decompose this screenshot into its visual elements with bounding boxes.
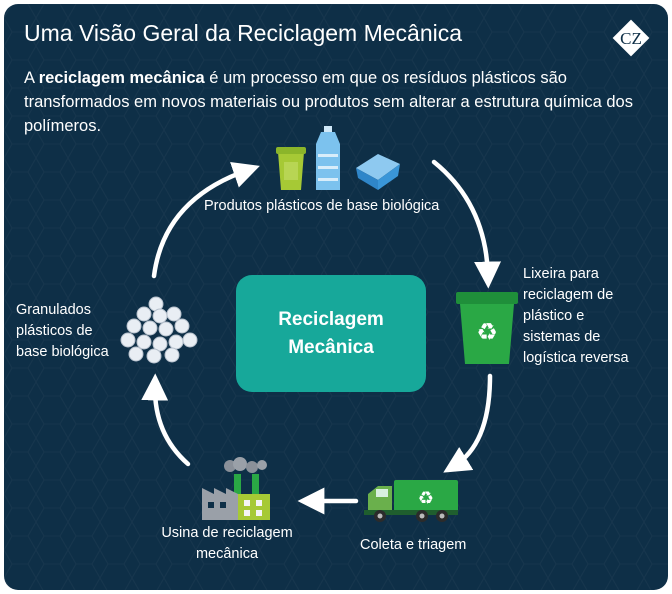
- bio-products-icon: [276, 126, 400, 190]
- step-label-factory: Usina de reciclagem mecânica: [161, 525, 293, 562]
- cz-logo-icon: CZ: [612, 19, 650, 57]
- svg-text:♻: ♻: [476, 318, 498, 346]
- svg-text:♻: ♻: [418, 488, 434, 509]
- intro-paragraph: A reciclagem mecânica é um processo em q…: [24, 69, 633, 135]
- recycling-truck-icon: ♻: [364, 480, 458, 522]
- center-box: Reciclagem Mecânica: [236, 275, 426, 392]
- step-label-pellets: Granulados plásticos de base biológica: [16, 302, 109, 360]
- arrow-products-to-bin: [431, 159, 502, 289]
- arrow-factory-to-pellets: [141, 373, 191, 467]
- infographic-card: Uma Visão Geral da Reciclagem Mecânica C…: [4, 4, 668, 590]
- factory-icon: [202, 457, 270, 520]
- intro-bold-term: reciclagem mecânica: [38, 69, 205, 87]
- step-label-recycling-bin: Lixeira para reciclagem de plástico e si…: [523, 266, 629, 366]
- page-title: Uma Visão Geral da Reciclagem Mecânica: [24, 20, 463, 46]
- pellets-icon: [120, 296, 198, 364]
- center-label: Reciclagem Mecânica: [278, 308, 384, 358]
- recycling-bin-icon: ♻: [456, 292, 518, 364]
- svg-text:CZ: CZ: [620, 29, 642, 48]
- step-label-bio-products: Produtos plásticos de base biológica: [204, 198, 440, 214]
- step-label-collection: Coleta e triagem: [360, 537, 467, 553]
- arrow-pellets-to-products: [151, 161, 260, 279]
- arrow-bin-to-truck: [443, 373, 493, 473]
